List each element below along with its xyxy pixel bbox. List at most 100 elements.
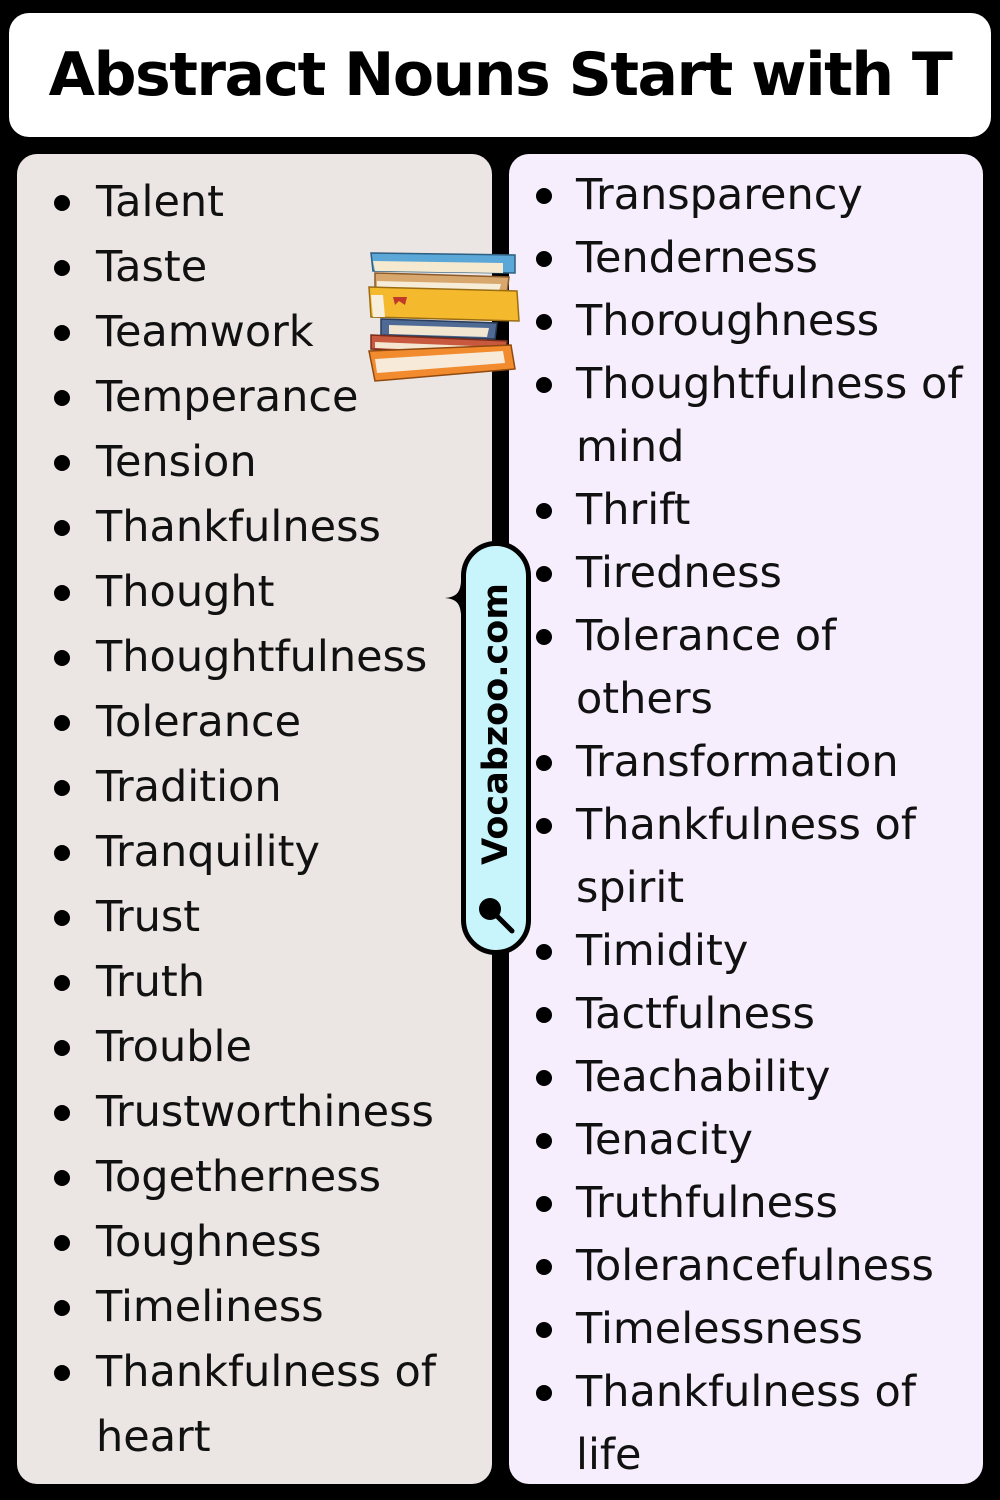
left-word-list: Talent Taste Teamwork Temperance Tension… <box>50 170 480 1470</box>
bullet-icon <box>54 1235 70 1251</box>
list-item-text: Transparency <box>576 170 863 220</box>
site-name: Vocabzoo.com <box>476 582 516 865</box>
list-item-text: Timidity <box>576 926 749 976</box>
list-item: Transformation <box>531 731 981 794</box>
bullet-icon <box>54 845 70 861</box>
list-item: Thankfulness of spirit <box>531 794 981 920</box>
list-item-text: Toughness <box>96 1217 322 1267</box>
list-item-text: Tolerance <box>96 697 302 747</box>
list-item-text: Trustworthiness <box>96 1087 434 1137</box>
list-item: Tiredness <box>531 542 981 605</box>
list-item: Trouble <box>50 1015 480 1080</box>
list-item: Tenacity <box>531 1109 981 1172</box>
bullet-icon <box>536 1322 552 1338</box>
bullet-icon <box>54 715 70 731</box>
bullet-icon <box>536 566 552 582</box>
list-item-text: Trouble <box>96 1022 252 1072</box>
list-item: Talent <box>50 170 480 235</box>
site-watermark: Vocabzoo.com <box>461 541 531 955</box>
list-item-text: Talent <box>96 177 225 227</box>
bullet-icon <box>54 585 70 601</box>
title-banner: Abstract Nouns Start with T <box>9 13 991 137</box>
list-item-text: Tension <box>96 437 257 487</box>
list-item-text: Timeliness <box>96 1282 324 1332</box>
list-item: Timidity <box>531 920 981 983</box>
list-item-text: Teachability <box>576 1052 831 1102</box>
bullet-icon <box>54 390 70 406</box>
list-item: Timelessness <box>531 1298 981 1361</box>
list-item-text: Tenacity <box>576 1115 753 1165</box>
bullet-icon <box>54 260 70 276</box>
bullet-icon <box>536 503 552 519</box>
list-item-text: Truth <box>96 957 205 1007</box>
list-item: Tranquility <box>50 820 480 885</box>
list-item: Togetherness <box>50 1145 480 1210</box>
list-item-text: Tranquility <box>96 827 320 877</box>
bullet-icon <box>54 780 70 796</box>
bullet-icon <box>536 1196 552 1212</box>
bullet-icon <box>54 650 70 666</box>
list-item: Thoughtfulness of mind <box>531 353 981 479</box>
bullet-icon <box>536 314 552 330</box>
bullet-icon <box>536 251 552 267</box>
list-item: Truth <box>50 950 480 1015</box>
bullet-icon <box>54 520 70 536</box>
bullet-icon <box>54 975 70 991</box>
list-item: Tactfulness <box>531 983 981 1046</box>
books-icon <box>368 252 520 382</box>
list-item-text: Thankfulness of life <box>576 1367 916 1480</box>
list-item: Tradition <box>50 755 480 820</box>
page-title: Abstract Nouns Start with T <box>48 40 953 110</box>
right-word-list: Transparency Tenderness Thoroughness Tho… <box>531 164 981 1487</box>
list-item: Tension <box>50 430 480 495</box>
list-item-text: Tenderness <box>576 233 818 283</box>
list-item: Toughness <box>50 1210 480 1275</box>
list-item: Truthfulness <box>531 1172 981 1235</box>
list-item: Taste <box>50 235 480 300</box>
list-item: Thoughtfulness <box>50 625 480 690</box>
bullet-icon <box>54 455 70 471</box>
list-item-text: Tolerance of others <box>576 611 837 724</box>
list-item-text: Teamwork <box>96 307 314 357</box>
list-item-text: Taste <box>96 242 208 292</box>
list-item: Teamwork <box>50 300 480 365</box>
list-item: Thrift <box>531 479 981 542</box>
list-item: Tolerancefulness <box>531 1235 981 1298</box>
list-item-text: Thankfulness of heart <box>96 1347 436 1462</box>
list-item: Thoroughness <box>531 290 981 353</box>
bullet-icon <box>536 1385 552 1401</box>
list-item: Teachability <box>531 1046 981 1109</box>
list-item: Thought <box>50 560 480 625</box>
list-item: Tolerance of others <box>531 605 981 731</box>
bullet-icon <box>536 629 552 645</box>
bullet-icon <box>54 1170 70 1186</box>
list-item: Trust <box>50 885 480 950</box>
list-item-text: Tactfulness <box>576 989 815 1039</box>
list-item-text: Thoughtfulness <box>96 632 428 682</box>
list-item-text: Timelessness <box>576 1304 863 1354</box>
bullet-icon <box>54 1040 70 1056</box>
list-item: Tolerance <box>50 690 480 755</box>
list-item-text: Thrift <box>576 485 691 535</box>
list-item-text: Transformation <box>576 737 899 787</box>
bullet-icon <box>536 755 552 771</box>
right-panel <box>509 154 983 1484</box>
list-item: Tenderness <box>531 227 981 290</box>
list-item-text: Trust <box>96 892 201 942</box>
bullet-icon <box>536 1259 552 1275</box>
list-item: Trustworthiness <box>50 1080 480 1145</box>
list-item-text: Thankfulness of spirit <box>576 800 916 913</box>
list-item: Thankfulness of heart <box>50 1340 480 1470</box>
list-item: Thankfulness <box>50 495 480 560</box>
bullet-icon <box>54 1300 70 1316</box>
list-item: Thankfulness of life <box>531 1361 981 1487</box>
list-item: Timeliness <box>50 1275 480 1340</box>
list-item: Temperance <box>50 365 480 430</box>
list-item-text: Truthfulness <box>576 1178 838 1228</box>
list-item-text: Tradition <box>96 762 282 812</box>
bullet-icon <box>536 944 552 960</box>
list-item-text: Thought <box>96 567 275 617</box>
bullet-icon <box>536 1133 552 1149</box>
list-item-text: Tiredness <box>576 548 782 598</box>
bullet-icon <box>536 1070 552 1086</box>
